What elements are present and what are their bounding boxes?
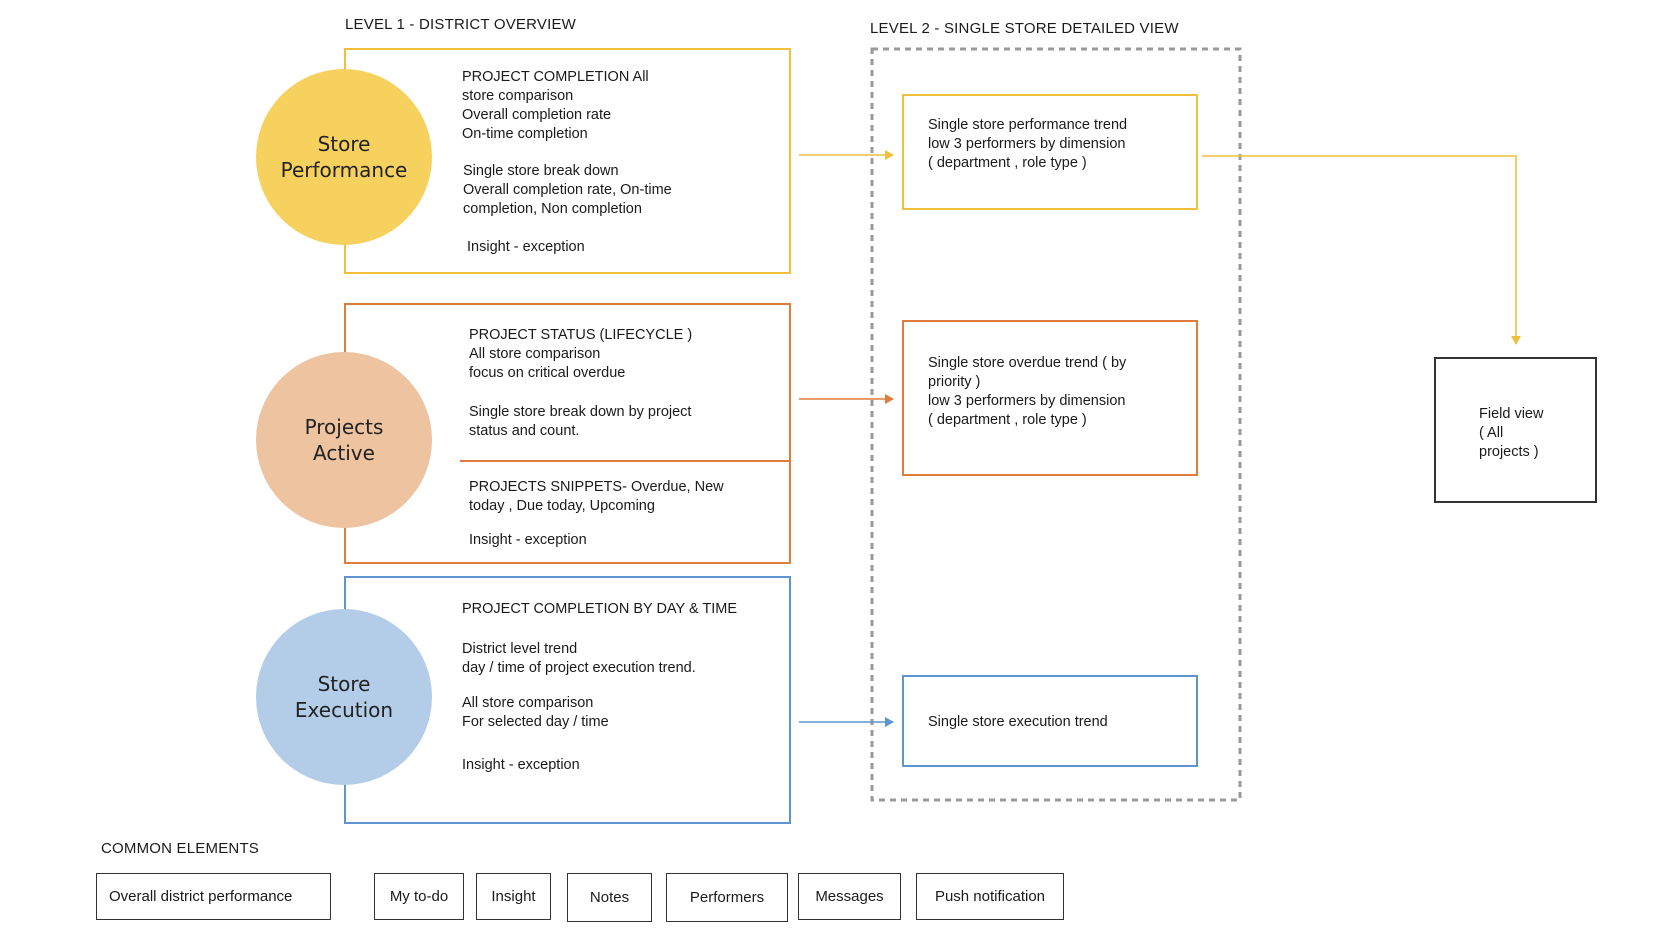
store-performance-insight: Insight - exception — [467, 239, 585, 255]
common-messages: Messages — [798, 873, 901, 920]
common-my-todo: My to-do — [374, 873, 464, 920]
projects-active-divider — [460, 460, 791, 462]
level2-overdue-box: Single store overdue trend ( by priority… — [902, 320, 1198, 476]
store-performance-text-b: Single store break down Overall completi… — [463, 163, 672, 217]
projects-active-text-c: PROJECTS SNIPPETS- Overdue, New today , … — [469, 479, 724, 514]
projects-active-text-a: PROJECT STATUS (LIFECYCLE ) All store co… — [469, 327, 693, 381]
level2-execution-box: Single store execution trend — [902, 675, 1198, 767]
level2-performance-text: Single store performance trend low 3 per… — [928, 117, 1128, 171]
store-execution-text-b: District level trend day / time of proje… — [462, 641, 696, 676]
common-notes: Notes — [567, 873, 652, 922]
projects-active-node: Projects Active — [256, 352, 432, 528]
projects-active-box: PROJECT STATUS (LIFECYCLE ) All store co… — [344, 303, 791, 564]
field-view-text: Field view ( All projects ) — [1479, 406, 1544, 460]
projects-active-insight: Insight - exception — [469, 532, 587, 548]
common-elements-title: COMMON ELEMENTS — [101, 840, 260, 857]
store-performance-node: Store Performance — [256, 69, 432, 245]
common-overall-district-performance: Overall district performance — [96, 873, 331, 920]
store-execution-text-a: PROJECT COMPLETION BY DAY & TIME — [462, 601, 738, 617]
level2-overdue-text: Single store overdue trend ( by priority… — [928, 355, 1127, 428]
field-view-box: Field view ( All projects ) — [1434, 357, 1597, 503]
level2-performance-box: Single store performance trend low 3 per… — [902, 94, 1198, 210]
projects-active-text-b: Single store break down by project statu… — [469, 404, 692, 439]
common-push-notification: Push notification — [916, 873, 1064, 920]
store-execution-insight: Insight - exception — [462, 757, 580, 773]
common-insight: Insight — [476, 873, 551, 920]
store-execution-node: Store Execution — [256, 609, 432, 785]
common-performers: Performers — [666, 873, 788, 922]
store-execution-text-c: All store comparison For selected day / … — [462, 695, 609, 730]
store-performance-text-a: PROJECT COMPLETION All store comparison … — [462, 69, 649, 142]
level2-title: LEVEL 2 - SINGLE STORE DETAILED VIEW — [870, 20, 1179, 37]
level2-execution-text: Single store execution trend — [928, 714, 1108, 730]
level1-title: LEVEL 1 - DISTRICT OVERVIEW — [345, 16, 577, 33]
arrow-field-view — [1202, 155, 1521, 345]
level2-container — [870, 47, 1242, 802]
